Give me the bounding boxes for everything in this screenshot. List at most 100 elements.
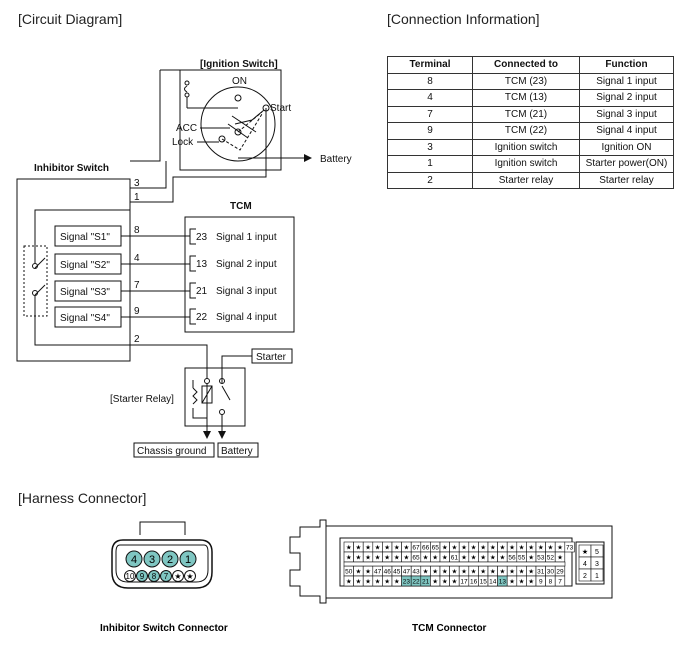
tcm-pin-label: 45 bbox=[393, 569, 401, 576]
tcm-pin-label: ★ bbox=[432, 568, 438, 576]
starter-label: Starter bbox=[256, 352, 287, 363]
tcm-side-pin-label: 4 bbox=[583, 561, 587, 568]
tcm-pin-label: ★ bbox=[442, 568, 448, 576]
tcm-connector-caption: TCM Connector bbox=[412, 623, 487, 634]
tcm-pin-label: 29 bbox=[556, 569, 564, 576]
tcm-pin-label: ★ bbox=[461, 554, 467, 562]
tcm-pin-label: 65 bbox=[432, 545, 440, 552]
inhibitor-switch-label: Inhibitor Switch bbox=[34, 163, 109, 174]
tcm-pin-label: ★ bbox=[365, 554, 371, 562]
tcm-pin-label: ★ bbox=[509, 544, 515, 552]
tcm-pin-label: ★ bbox=[375, 578, 381, 586]
tcm-pin-label: ★ bbox=[365, 544, 371, 552]
header-terminal: Terminal bbox=[387, 56, 473, 74]
inhibitor-switch-box bbox=[16, 178, 131, 362]
tcm-pin-label: 22 bbox=[412, 579, 420, 586]
tcm-side-pin-label: ★ bbox=[582, 548, 588, 556]
tcm-pin-label: ★ bbox=[432, 554, 438, 562]
tcm-pin-label: ★ bbox=[365, 578, 371, 586]
tcm-side-pin-label: 5 bbox=[595, 549, 599, 556]
terminal-3: 3 bbox=[134, 178, 140, 189]
tcm-pin-label: 47 bbox=[403, 569, 411, 576]
tcm-input-4: Signal 4 input bbox=[216, 312, 277, 323]
tcm-pin-label: ★ bbox=[519, 568, 525, 576]
acc-label: ACC bbox=[176, 123, 197, 134]
inhibitor-pin-label: 4 bbox=[131, 554, 137, 566]
tcm-pin bbox=[564, 541, 575, 553]
tcm-pin-label: ★ bbox=[355, 568, 361, 576]
tcm-pin-label: 43 bbox=[412, 569, 420, 576]
tcm-divider bbox=[343, 561, 566, 567]
tcm-pin-label: ★ bbox=[509, 568, 515, 576]
tcm-pin-label: 46 bbox=[384, 569, 392, 576]
tcm-pin-label: 15 bbox=[480, 579, 488, 586]
tcm-pin-label: 52 bbox=[547, 555, 555, 562]
inhibitor-pin bbox=[179, 550, 197, 568]
inhibitor-pin bbox=[172, 570, 184, 582]
tcm-pin-label: ★ bbox=[509, 578, 515, 586]
tcm-pin-label: ★ bbox=[490, 554, 496, 562]
tcm-pin-label: ★ bbox=[471, 544, 477, 552]
tcm-pin-label: ★ bbox=[375, 544, 381, 552]
tcm-pin-label: 56 bbox=[508, 555, 516, 562]
tcm-pin-label: ★ bbox=[346, 544, 352, 552]
tcm-pin-label: ★ bbox=[451, 578, 457, 586]
battery2-label: Battery bbox=[221, 446, 253, 457]
tcm-pin-label: ★ bbox=[451, 568, 457, 576]
tcm-pin-label: ★ bbox=[519, 578, 525, 586]
on-label: ON bbox=[232, 76, 247, 87]
cell-function: Starter power(ON) bbox=[579, 155, 674, 173]
tcm-pin-label: ★ bbox=[528, 578, 534, 586]
tcm-pin-label: ★ bbox=[480, 568, 486, 576]
tcm-pin-label: ★ bbox=[403, 544, 409, 552]
circuit-diagram-title: [Circuit Diagram] bbox=[18, 11, 123, 27]
tcm-pin-label: ★ bbox=[346, 554, 352, 562]
tcm-pin-label: ★ bbox=[480, 554, 486, 562]
terminal-4: 4 bbox=[134, 253, 140, 264]
tcm-pin-label: ★ bbox=[355, 544, 361, 552]
tcm-pin-label: ★ bbox=[528, 544, 534, 552]
tcm-pin-label: ★ bbox=[423, 554, 429, 562]
tcm-pin-label: ★ bbox=[442, 544, 448, 552]
tcm-pin-label: 53 bbox=[537, 555, 545, 562]
tcm-pin-21: 21 bbox=[196, 286, 208, 297]
start-label: Start bbox=[270, 103, 291, 114]
tcm-pin-label: ★ bbox=[471, 568, 477, 576]
inhibitor-pin bbox=[143, 550, 161, 568]
tcm-pin-label: ★ bbox=[384, 578, 390, 586]
tcm-pin-label: ★ bbox=[528, 568, 534, 576]
tcm-pin-label: ★ bbox=[394, 578, 400, 586]
battery-label: Battery bbox=[320, 154, 352, 165]
tcm-pin-label: ★ bbox=[490, 544, 496, 552]
harness-connector-title: [Harness Connector] bbox=[18, 490, 147, 506]
inhibitor-pin bbox=[161, 550, 179, 568]
inhibitor-pin-label: 2 bbox=[167, 554, 173, 566]
inhibitor-pin bbox=[148, 570, 160, 582]
inhibitor-pin-label: 1 bbox=[185, 554, 191, 566]
tcm-pin-label: ★ bbox=[557, 554, 563, 562]
tcm-pin-label: 7 bbox=[558, 579, 562, 586]
tcm-pin-label: ★ bbox=[519, 544, 525, 552]
tcm-pin-label: ★ bbox=[432, 578, 438, 586]
tcm-pin-23: 23 bbox=[196, 232, 208, 243]
tcm-input-3: Signal 3 input bbox=[216, 286, 277, 297]
tcm-pin-label: ★ bbox=[471, 554, 477, 562]
tcm-pin-label: 55 bbox=[518, 555, 526, 562]
tcm-pin-label: ★ bbox=[490, 568, 496, 576]
inhibitor-pin-label: 3 bbox=[149, 554, 155, 566]
tcm-side-pin-label: 2 bbox=[583, 573, 587, 580]
tcm-pin bbox=[554, 575, 566, 587]
ignition-switch-box bbox=[179, 69, 282, 171]
tcm-side-pin-label: 3 bbox=[595, 561, 599, 568]
inhibitor-pin-label: 9 bbox=[140, 572, 145, 581]
tcm-pin-label: ★ bbox=[461, 544, 467, 552]
